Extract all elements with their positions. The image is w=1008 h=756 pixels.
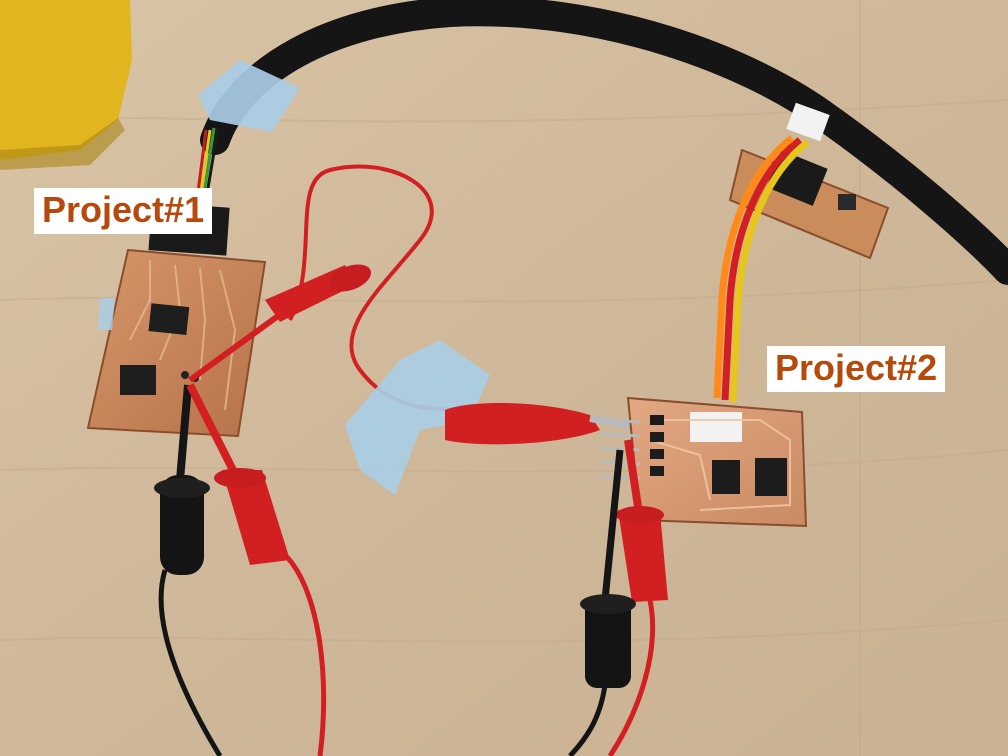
blue-tape-3 [345, 340, 490, 495]
probe-black-left [154, 384, 210, 575]
connector-top [786, 102, 830, 142]
yellow-case-shadow [0, 118, 125, 170]
label-project-2: Project#2 [767, 346, 946, 392]
red-probe-horizontal [188, 264, 372, 383]
blue-tape-1 [198, 60, 300, 132]
probe-black-right [580, 449, 636, 688]
black-cable [200, 0, 1008, 285]
ribbon-cable-2 [713, 135, 811, 403]
probe-red-right [616, 439, 668, 602]
black-lead-left [158, 569, 223, 756]
yellow-case [0, 0, 132, 160]
black-lead-right [568, 684, 608, 756]
label-project-1: Project#1 [34, 188, 213, 234]
probe-red-left [186, 383, 290, 565]
red-lead-left [283, 553, 327, 756]
blue-tape-2 [98, 298, 115, 330]
red-lead-right [607, 599, 656, 756]
pcb-project-2 [599, 396, 808, 528]
